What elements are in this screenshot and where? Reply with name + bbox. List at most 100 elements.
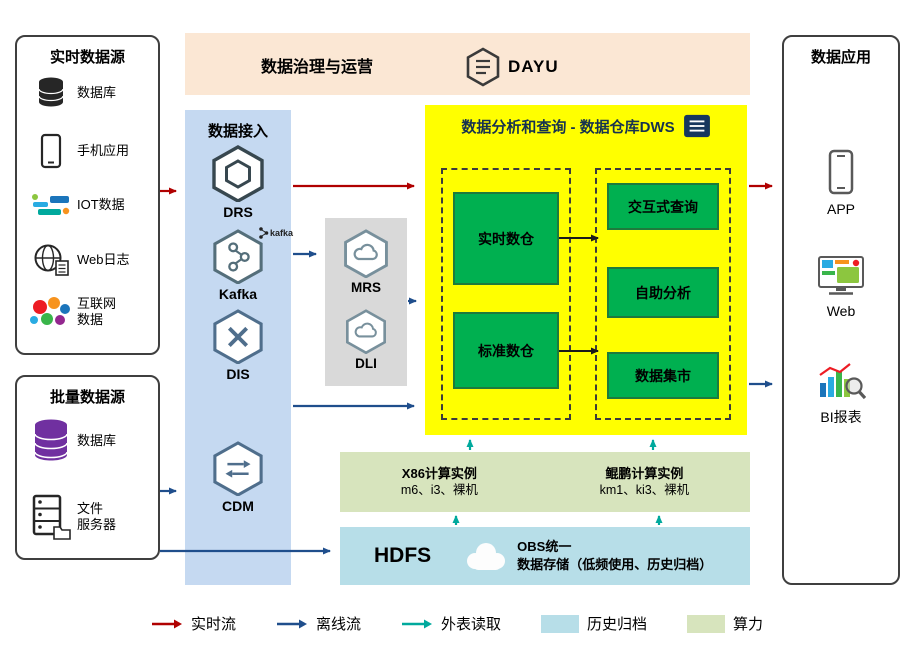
dis-label: DIS (226, 366, 250, 382)
obs-cloud-icon (461, 540, 509, 572)
kafka-wordmark: kafka (258, 226, 293, 240)
purple-database-icon (25, 417, 77, 465)
item-label: 手机应用 (77, 142, 130, 158)
legend-compute: 算力 (687, 613, 763, 634)
dws-title-row: 数据分析和查询 - 数据仓库DWS (425, 114, 747, 138)
box-middleware: MRS DLI (325, 218, 407, 386)
bi-label: BI报表 (820, 409, 862, 425)
dli-label: DLI (355, 356, 377, 371)
list-item-mobile-app: 手机应用 (25, 133, 159, 169)
legend-realtime-label: 实时流 (190, 616, 236, 633)
dis-hexagon-icon (213, 309, 263, 364)
kunpeng-subtitle: km1、ki3、裸机 (599, 483, 690, 498)
list-item-web-log: Web日志 (25, 243, 159, 277)
dayu-logo-text: DAYU (508, 57, 559, 76)
item-label: 数据库 (77, 84, 117, 100)
box-compute-instances: X86计算实例 m6、i3、裸机 鲲鹏计算实例 km1、ki3、裸机 (340, 452, 750, 512)
legend-realtime-flow: 实时流 (151, 613, 236, 634)
item-label: 互联网 数据 (77, 296, 116, 329)
app-phone-icon (828, 149, 854, 195)
node-realtime-warehouse: 实时数仓 (453, 192, 559, 285)
node-data-mart: 数据集市 (607, 352, 719, 399)
web-monitor-icon (818, 256, 864, 295)
banner-data-governance: 数据治理与运营 DAYU (185, 33, 750, 95)
web-log-icon (25, 243, 77, 277)
list-item-batch-database: 数据库 (25, 417, 159, 465)
list-item-database: 数据库 (25, 75, 159, 111)
blue-arrow-icon (276, 619, 307, 628)
mrs-label: MRS (351, 280, 381, 295)
item-label-line2: 数据 (77, 312, 104, 327)
service-cdm: CDM (185, 440, 291, 514)
phone-icon (25, 133, 77, 169)
dayu-logo: DAYU (465, 47, 559, 87)
compute-swatch (687, 614, 726, 633)
box-storage: HDFS OBS统一 数据存储（低频使用、历史归档） (340, 527, 750, 585)
x86-title: X86计算实例 (401, 465, 477, 481)
dli-hexagon-icon (346, 309, 386, 354)
dayu-hexagon-icon (466, 47, 500, 87)
app-item-bi-report: BI报表 (784, 359, 898, 427)
ingestion-title: 数据接入 (207, 123, 268, 140)
legend: 实时流 离线流 外表读取 历史归档 算力 (0, 613, 914, 634)
realtime-sources-title: 实时数据源 (49, 49, 125, 66)
legend-archive-label: 历史归档 (587, 616, 648, 633)
app-item-mobile: APP (784, 149, 898, 217)
internet-data-icon (25, 295, 77, 329)
web-label: Web (826, 303, 856, 319)
database-icon (25, 75, 77, 111)
app-label: APP (826, 201, 855, 217)
service-mrs: MRS (325, 228, 407, 295)
item-label-line1: 互联网 (77, 295, 117, 311)
hdfs-label: HDFS (374, 544, 432, 567)
dws-analysis-group (595, 168, 731, 420)
legend-external-label: 外表读取 (440, 616, 501, 633)
service-dis: DIS (185, 308, 291, 382)
legend-external-read: 外表读取 (401, 613, 501, 634)
node-standard-warehouse: 标准数仓 (453, 312, 559, 389)
x86-subtitle: m6、i3、裸机 (400, 483, 478, 498)
list-item-internet-data: 互联网 数据 (25, 295, 159, 329)
service-kafka: kafka Kafka (185, 226, 293, 302)
bi-report-icon (819, 363, 866, 400)
column-data-ingestion: 数据接入 DRS (185, 110, 293, 585)
kafka-wordmark-text: kafka (270, 228, 294, 238)
legend-offline-flow: 离线流 (276, 613, 361, 634)
obs-line1: OBS统一 (517, 538, 572, 554)
item-label-line2: 服务器 (77, 517, 117, 532)
list-item-iot-data: IOT数据 (25, 191, 159, 219)
app-item-web: Web (784, 255, 898, 319)
item-label: 数据库 (77, 432, 117, 448)
node-self-analysis: 自助分析 (607, 267, 719, 318)
teal-arrow-icon (401, 619, 432, 628)
mrs-hexagon-icon (344, 229, 388, 278)
applications-title: 数据应用 (810, 49, 871, 66)
item-label: 文件 服务器 (77, 501, 116, 534)
panel-batch-sources: 批量数据源 数据库 (15, 375, 160, 560)
batch-sources-title: 批量数据源 (49, 389, 125, 406)
service-dli: DLI (325, 308, 407, 371)
iot-icon (25, 191, 77, 219)
banner-title: 数据治理与运营 (261, 59, 374, 76)
panel-realtime-sources: 实时数据源 数据库 手机应用 (15, 35, 160, 355)
cdm-hexagon-icon (213, 441, 263, 496)
file-server-icon (25, 493, 77, 541)
item-label-line1: 文件 (77, 500, 104, 516)
list-item-file-server: 文件 服务器 (25, 493, 159, 541)
kafka-logo-icon (259, 227, 269, 239)
dws-title: 数据分析和查询 - 数据仓库DWS (461, 118, 675, 136)
x86-compute: X86计算实例 m6、i3、裸机 (401, 465, 478, 499)
obs-line2: 数据存储 (517, 557, 570, 572)
kafka-hexagon-icon (213, 229, 263, 284)
kunpeng-compute: 鲲鹏计算实例 km1、ki3、裸机 (600, 465, 690, 499)
legend-offline-label: 离线流 (315, 616, 361, 633)
box-dws-warehouse: 数据分析和查询 - 数据仓库DWS 实时数仓 标准数仓 交互式查询 自助分析 数… (425, 105, 747, 435)
cdm-label: CDM (222, 498, 254, 514)
kafka-label: Kafka (218, 286, 258, 302)
drs-hexagon-icon (212, 145, 264, 202)
warehouse-doc-icon (683, 114, 710, 138)
node-interactive-query: 交互式查询 (607, 183, 719, 230)
drs-label: DRS (223, 204, 253, 220)
item-label: IOT数据 (77, 196, 125, 212)
panel-data-applications: 数据应用 APP Web (782, 35, 900, 585)
